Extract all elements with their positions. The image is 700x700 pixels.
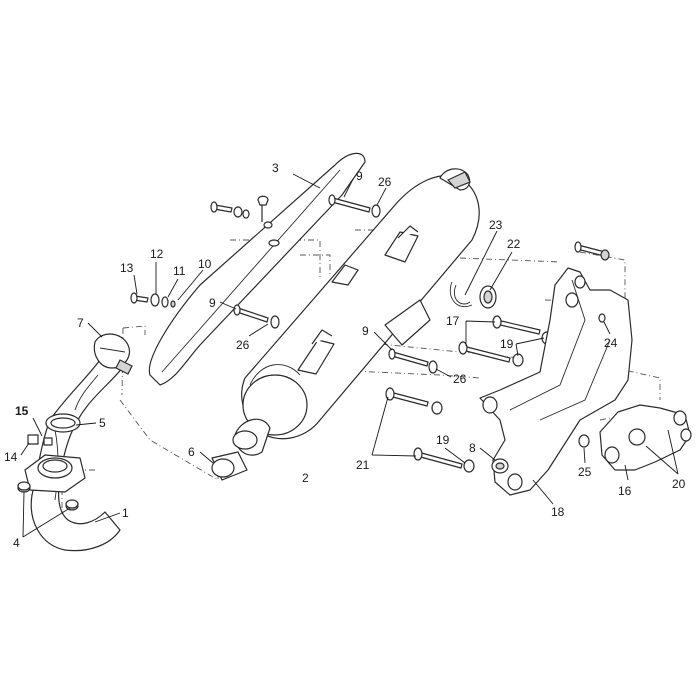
pipe-sleeve-part bbox=[211, 451, 248, 481]
circlip-bearing-part bbox=[449, 281, 497, 309]
gasket-ring-part bbox=[45, 413, 81, 433]
callout-2: 2 bbox=[302, 471, 309, 485]
engine-bracket-part bbox=[479, 267, 633, 496]
rear-bracket-part bbox=[578, 404, 692, 471]
stud-bolt-part bbox=[574, 241, 610, 323]
leader-lines bbox=[20, 173, 679, 538]
callout-22: 22 bbox=[507, 237, 521, 251]
callout-3: 3 bbox=[272, 161, 279, 175]
callout-15: 15 bbox=[15, 404, 29, 418]
callout-9-upper: 9 bbox=[356, 169, 363, 183]
callout-1: 1 bbox=[122, 506, 129, 520]
exhaust-flange-part bbox=[24, 434, 86, 493]
callout-19-upper: 19 bbox=[500, 337, 514, 351]
pipe-clamp-part bbox=[93, 333, 133, 375]
callout-16: 16 bbox=[618, 484, 632, 498]
callout-23: 23 bbox=[489, 218, 503, 232]
callout-17: 17 bbox=[446, 314, 460, 328]
callout-labels: 1 2 3 4 5 6 7 8 9 9 9 10 11 12 13 14 15 … bbox=[4, 161, 686, 550]
callout-26-right: 26 bbox=[453, 372, 467, 386]
callout-26-upper: 26 bbox=[378, 175, 392, 189]
callout-21: 21 bbox=[356, 458, 370, 472]
callout-9-left: 9 bbox=[209, 296, 216, 310]
callout-7: 7 bbox=[77, 316, 84, 330]
callout-9-right: 9 bbox=[362, 324, 369, 338]
callout-10: 10 bbox=[198, 257, 212, 271]
callout-20: 20 bbox=[672, 477, 686, 491]
callout-19-lower: 19 bbox=[436, 433, 450, 447]
callout-13: 13 bbox=[120, 261, 134, 275]
small-fasteners-part bbox=[130, 195, 273, 308]
callout-11: 11 bbox=[173, 264, 186, 278]
muffler-part bbox=[232, 168, 480, 456]
flange-nuts-part bbox=[17, 481, 79, 511]
bolts-washers-part bbox=[233, 194, 438, 374]
callout-26-left: 26 bbox=[236, 338, 250, 352]
callout-14: 14 bbox=[4, 450, 18, 464]
heat-shield-part bbox=[148, 152, 366, 386]
callout-25: 25 bbox=[578, 465, 592, 479]
callout-8: 8 bbox=[469, 441, 476, 455]
callout-12: 12 bbox=[150, 247, 164, 261]
callout-24: 24 bbox=[604, 336, 618, 350]
callout-4: 4 bbox=[13, 536, 20, 550]
callout-6: 6 bbox=[188, 445, 195, 459]
callout-5: 5 bbox=[99, 416, 106, 430]
callout-18: 18 bbox=[551, 505, 565, 519]
